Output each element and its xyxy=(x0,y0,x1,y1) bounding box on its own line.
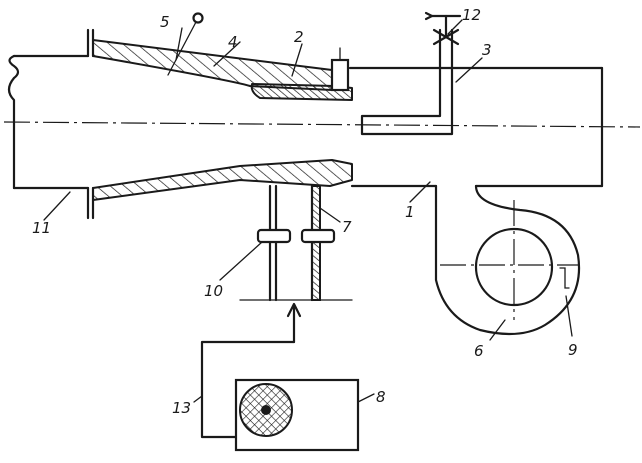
label-10: 10 xyxy=(204,282,223,300)
pipe-3 xyxy=(362,30,452,134)
label-8: 8 xyxy=(376,388,386,406)
label-6: 6 xyxy=(474,342,484,360)
nozzle-top xyxy=(332,60,348,90)
tubes-7-10 xyxy=(240,186,352,300)
label-11: 11 xyxy=(32,219,51,237)
rod-5-knob xyxy=(194,14,203,23)
label-13: 13 xyxy=(172,399,191,417)
label-4: 4 xyxy=(228,33,238,51)
label-2: 2 xyxy=(294,28,304,46)
valve-12 xyxy=(426,13,460,44)
label-3: 3 xyxy=(482,41,492,59)
label-7: 7 xyxy=(342,218,352,236)
device-8-hub xyxy=(261,405,271,415)
flow-arrow xyxy=(288,304,300,342)
upper-wall-4 xyxy=(93,40,332,90)
label-1: 1 xyxy=(405,203,415,221)
label-9: 9 xyxy=(568,341,578,359)
label-5: 5 xyxy=(160,13,170,31)
label-12: 12 xyxy=(462,6,481,24)
casing-6 xyxy=(436,186,579,334)
centerline xyxy=(4,122,640,127)
